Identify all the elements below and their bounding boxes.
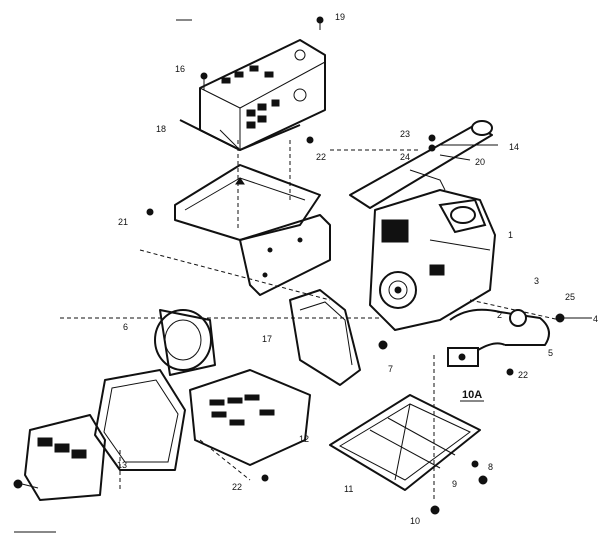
callout-5: 5 [548, 348, 553, 358]
callout-3: 3 [534, 276, 539, 286]
callout-2: 2 [497, 310, 502, 320]
callout-12: 12 [299, 434, 309, 444]
control-box [179, 39, 326, 151]
callout-17: 17 [262, 334, 272, 344]
callout-16: 16 [175, 64, 185, 74]
callout-22-top: 22 [316, 152, 326, 162]
top-cover-plate [174, 164, 321, 241]
callout-7: 7 [388, 364, 393, 374]
callouts: 1 2 3 4 5 6 7 8 9 10 11 12 13 14 16 17 1… [117, 12, 598, 526]
base-tray [329, 394, 481, 491]
callout-10: 10 [410, 516, 420, 526]
callout-19: 19 [335, 12, 345, 22]
fasteners [13, 16, 514, 515]
fuel-fittings [447, 308, 592, 367]
callout-23: 23 [400, 129, 410, 139]
lower-frame [189, 369, 311, 466]
callout-1: 1 [508, 230, 513, 240]
callout-11: 11 [344, 484, 353, 494]
callout-13: 13 [117, 460, 127, 470]
callout-22-bottom: 22 [232, 482, 242, 492]
callout-25: 25 [565, 292, 575, 302]
rear-cover [289, 289, 361, 386]
callout-10a: 10A [462, 389, 482, 401]
gasket-panel [94, 369, 186, 471]
callout-4: 4 [593, 314, 598, 324]
front-panel [24, 414, 106, 501]
callout-9: 9 [452, 479, 457, 489]
callout-24: 24 [400, 152, 410, 162]
leader-lines [14, 19, 498, 533]
callout-18: 18 [156, 124, 166, 134]
callout-8: 8 [488, 462, 493, 472]
callout-6: 6 [123, 322, 128, 332]
guide-lines [60, 140, 561, 500]
callout-20: 20 [475, 157, 485, 167]
callout-21: 21 [118, 217, 128, 227]
side-panel [239, 214, 331, 296]
engine-block [369, 189, 496, 331]
callout-22-right: 22 [518, 370, 528, 380]
ring-housing [154, 309, 216, 376]
callout-14: 14 [509, 142, 519, 152]
